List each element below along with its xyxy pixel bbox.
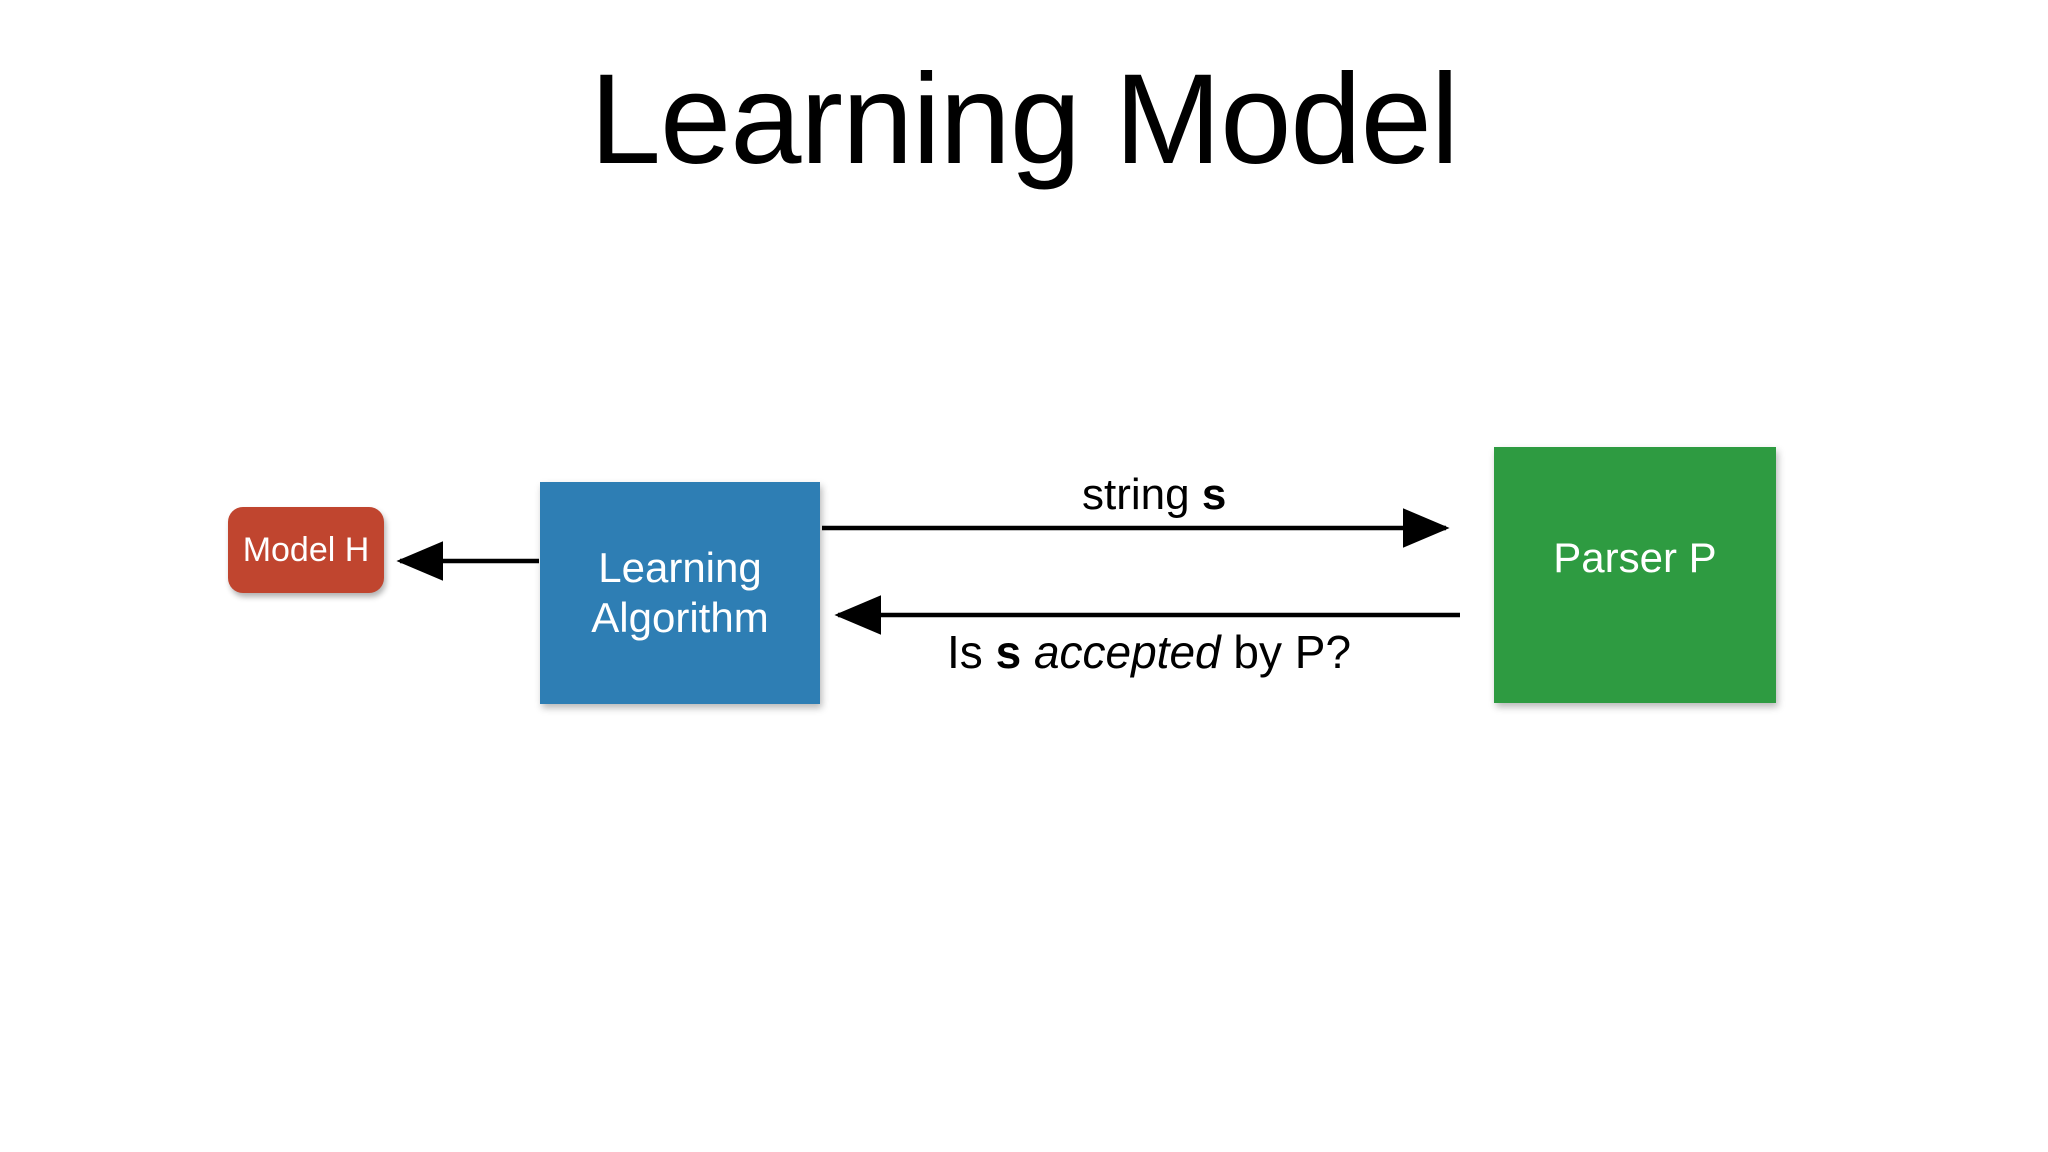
edge-label-query-part1: Is [947, 626, 996, 678]
edge-label-query-symbol: s [995, 626, 1022, 678]
node-parser-p-label: Parser P [1553, 534, 1717, 581]
edge-label-string-symbol: s [1201, 470, 1227, 519]
node-model-h[interactable]: Model H [228, 507, 384, 593]
node-parser-p[interactable]: Parser P [1494, 447, 1776, 703]
edge-label-is-s-accepted-by-p: Is s accepted by P? [947, 625, 1351, 679]
node-model-h-label: Model H [242, 530, 370, 569]
edge-label-string-prefix: string [1082, 470, 1202, 519]
edge-label-query-space [1021, 626, 1034, 678]
edge-label-query-accepted: accepted [1033, 626, 1221, 678]
edge-label-string-s: string s [1082, 470, 1226, 520]
node-learning-algorithm-label-line2: Algorithm [591, 594, 769, 641]
node-learning-algorithm-label: Learning Algorithm [591, 543, 768, 642]
node-learning-algorithm[interactable]: Learning Algorithm [540, 482, 820, 704]
page-title: Learning Model [589, 48, 1459, 191]
edge-label-query-part2: by P? [1220, 626, 1352, 678]
node-learning-algorithm-label-line1: Learning [598, 544, 762, 592]
